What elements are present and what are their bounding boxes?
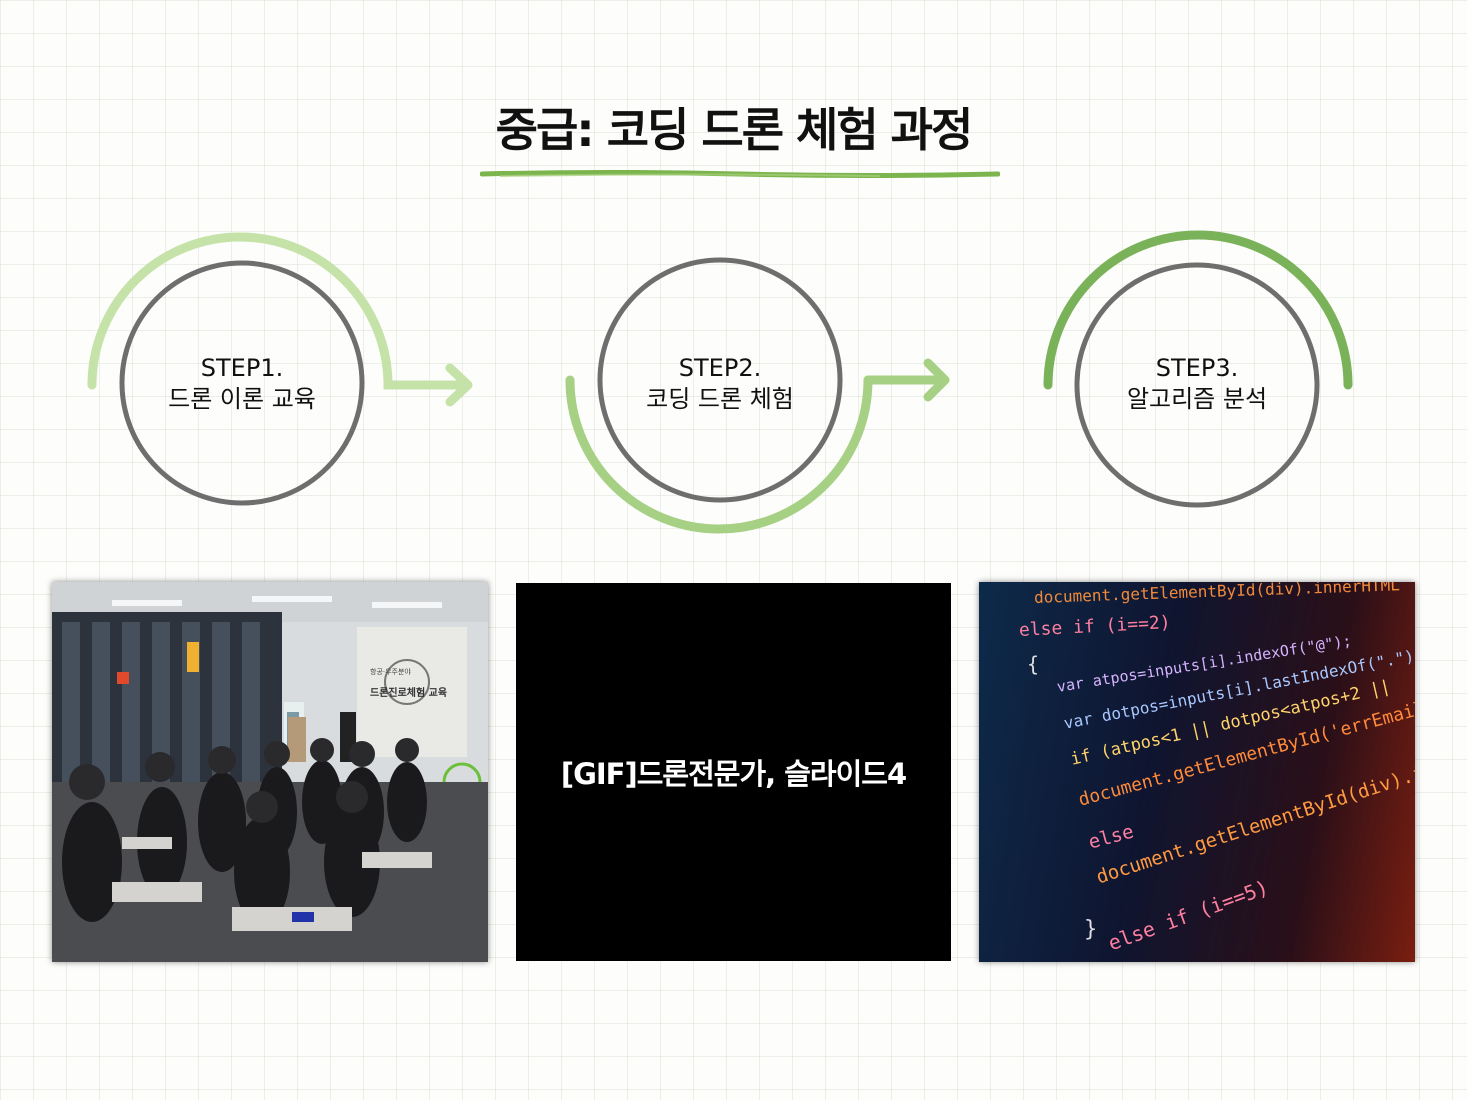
step1-label: STEP1.	[200, 354, 284, 382]
code-line: document.getElementById(div).innerHTML	[1033, 582, 1401, 607]
code-line: else if (i==2)	[1018, 612, 1172, 641]
screen-text-1: 항공·우주분야	[370, 667, 411, 676]
step2-arrow	[863, 358, 950, 402]
step1-desc: 드론 이론 교육	[168, 385, 316, 413]
step3-desc: 알고리즘 분석	[1126, 385, 1268, 413]
title-underline	[480, 170, 1000, 178]
process-diagram	[87, 230, 1353, 534]
step2-desc: 코딩 드론 체험	[646, 385, 794, 413]
page-title: 중급: 코딩 드론 체험 과정	[495, 103, 974, 157]
step1-circle	[119, 260, 365, 506]
step1-arrow	[383, 363, 473, 407]
gif-placeholder-label: [GIF]드론전문가, 슬라이드4	[560, 757, 907, 791]
code-line: }	[1084, 917, 1098, 942]
step2-text: STEP2. 코딩 드론 체험	[600, 353, 840, 415]
code-photo: document.getElementById(div).innerHTML e…	[979, 582, 1415, 962]
code-line: else	[1086, 820, 1137, 854]
code-line: else if (i==5)	[1104, 875, 1272, 956]
gif-placeholder: [GIF]드론전문가, 슬라이드4	[516, 583, 951, 961]
step2-arc	[565, 375, 873, 534]
step2-circle	[597, 257, 843, 503]
step2-label: STEP2.	[678, 354, 762, 382]
step1-arc	[87, 232, 397, 390]
projector-screen	[357, 627, 467, 757]
step1-text: STEP1. 드론 이론 교육	[122, 353, 362, 415]
step3-arc	[1043, 230, 1353, 390]
step3-circle	[1074, 262, 1320, 508]
step3-text: STEP3. 알고리즘 분석	[1077, 353, 1317, 415]
classroom-photo: 항공·우주분야 드론진로체험 교육	[52, 582, 488, 962]
step3-label: STEP3.	[1155, 354, 1239, 382]
screen-text-2: 드론진로체험 교육	[370, 686, 447, 699]
code-line: {	[1027, 652, 1040, 676]
